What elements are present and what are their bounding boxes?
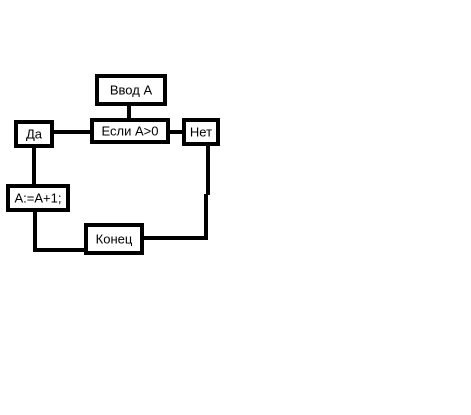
- node-end-box: [84, 223, 144, 255]
- node-condition: Если А>0: [90, 118, 170, 144]
- node-end-label: Конец: [96, 232, 133, 247]
- edge-no-to-end-lower: [140, 194, 208, 240]
- node-input-a: Ввод А: [95, 74, 167, 106]
- node-condition-box: [90, 118, 170, 144]
- edge-increment-to-end: [33, 208, 88, 252]
- node-condition-label: Если А>0: [102, 124, 159, 139]
- node-increment-label: A:=A+1;: [15, 191, 62, 206]
- node-yes-box: [14, 120, 54, 148]
- node-increment: A:=A+1;: [6, 184, 70, 212]
- node-no-label: Нет: [190, 125, 212, 140]
- node-yes: Да: [14, 120, 54, 148]
- node-no-box: [182, 118, 220, 146]
- node-yes-label: Да: [26, 127, 43, 142]
- node-end: Конец: [84, 223, 144, 255]
- edges: [32, 103, 210, 252]
- node-input-a-label: Ввод А: [110, 83, 153, 98]
- node-increment-box: [6, 184, 70, 212]
- node-no: Нет: [182, 118, 220, 146]
- node-input-a-box: [95, 74, 167, 106]
